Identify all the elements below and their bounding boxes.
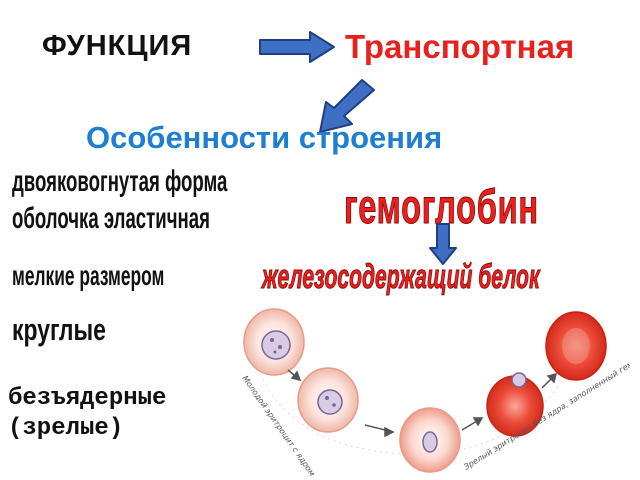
arrow-down-icon (429, 223, 457, 265)
iron-protein-label: железосодержащий белок (262, 258, 540, 297)
maturing-erythrocyte (399, 407, 461, 473)
non-nuclear-line-1: безъядерные (8, 385, 167, 412)
arrow-down-left-icon (319, 79, 375, 133)
arrow-right-icon (259, 31, 335, 63)
mature-erythrocyte (545, 311, 607, 381)
function-label: ФУНКЦИЯ (42, 30, 193, 62)
young-erythrocyte-2 (297, 367, 359, 433)
erythrocyte-losing-nucleus (486, 372, 544, 437)
feature-item: двояковогнутая форма (12, 165, 228, 198)
young-erythrocyte-1 (243, 308, 305, 376)
feature-item: оболочка эластичная (12, 202, 210, 235)
feature-item: мелкие размером (12, 260, 165, 291)
erythrocyte-maturation-diagram: Молодой эритроцит с ядром Зрелый эритроц… (240, 308, 630, 478)
non-nuclear-line-2: (зрелые) (8, 415, 124, 442)
transport-label: Транспортная (345, 28, 575, 65)
features-title: Особенности строения (86, 120, 443, 155)
non-nuclear-label: безъядерные (зрелые) (8, 384, 166, 444)
feature-item: круглые (12, 312, 106, 347)
